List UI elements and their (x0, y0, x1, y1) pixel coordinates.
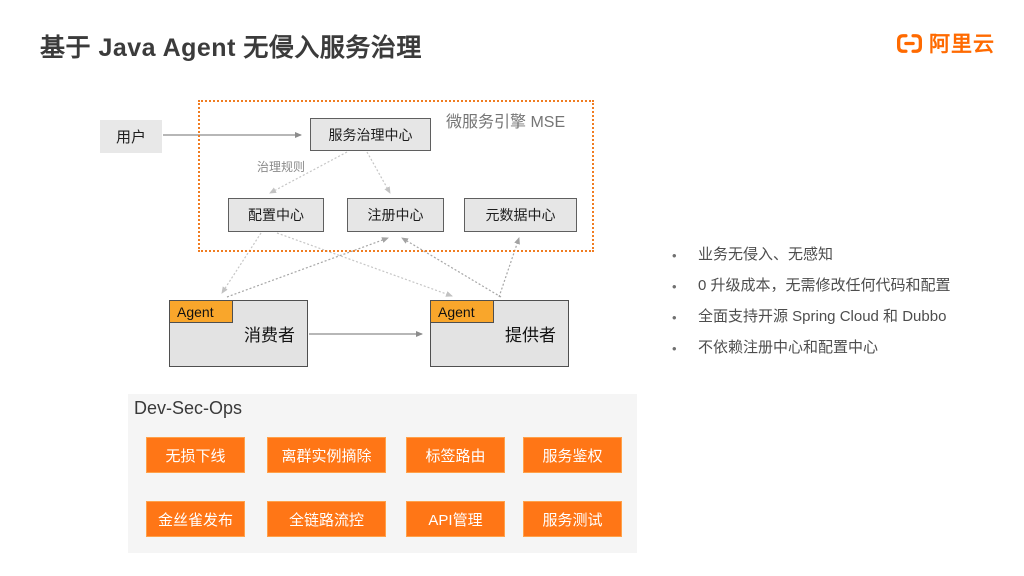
benefit-item: 业务无侵入、无感知 (672, 247, 951, 265)
cloud-brackets-icon (894, 31, 925, 56)
feature-chip: 金丝雀发布 (146, 501, 245, 537)
benefit-item: 不依赖注册中心和配置中心 (672, 340, 951, 358)
registry-center-box: 注册中心 (347, 198, 444, 232)
provider-label: 提供者 (505, 326, 556, 345)
feature-chip: 全链路流控 (267, 501, 386, 537)
provider-agent-badge: Agent (430, 300, 494, 323)
devsecops-title: Dev-Sec-Ops (134, 398, 243, 418)
feature-chip: 离群实例摘除 (267, 437, 386, 473)
consumer-agent-badge: Agent (169, 300, 233, 323)
consumer-box: Agent 消费者 (169, 300, 308, 367)
feature-chip: 标签路由 (406, 437, 505, 473)
rule-label: 治理规则 (257, 160, 306, 174)
feature-chip: 服务鉴权 (523, 437, 622, 473)
benefit-item: 0 升级成本，无需修改任何代码和配置 (672, 278, 951, 296)
feature-chip: 服务测试 (523, 501, 622, 537)
governance-center-box: 服务治理中心 (310, 118, 431, 151)
mse-label: 微服务引擎 MSE (446, 114, 566, 131)
consumer-label: 消费者 (244, 326, 295, 345)
benefits-list: 业务无侵入、无感知 0 升级成本，无需修改任何代码和配置 全面支持开源 Spri… (672, 247, 951, 371)
provider-box: Agent 提供者 (430, 300, 569, 367)
logo-text: 阿里云 (929, 33, 995, 56)
feature-chip: API管理 (406, 501, 505, 537)
mse-container (198, 100, 594, 252)
alibaba-cloud-logo: 阿里云 (894, 28, 995, 58)
feature-chip: 无损下线 (146, 437, 245, 473)
benefit-item: 全面支持开源 Spring Cloud 和 Dubbo (672, 309, 951, 327)
metadata-center-box: 元数据中心 (464, 198, 577, 232)
user-box: 用户 (100, 120, 162, 153)
config-center-box: 配置中心 (228, 198, 324, 232)
page-title: 基于 Java Agent 无侵入服务治理 (40, 34, 422, 62)
